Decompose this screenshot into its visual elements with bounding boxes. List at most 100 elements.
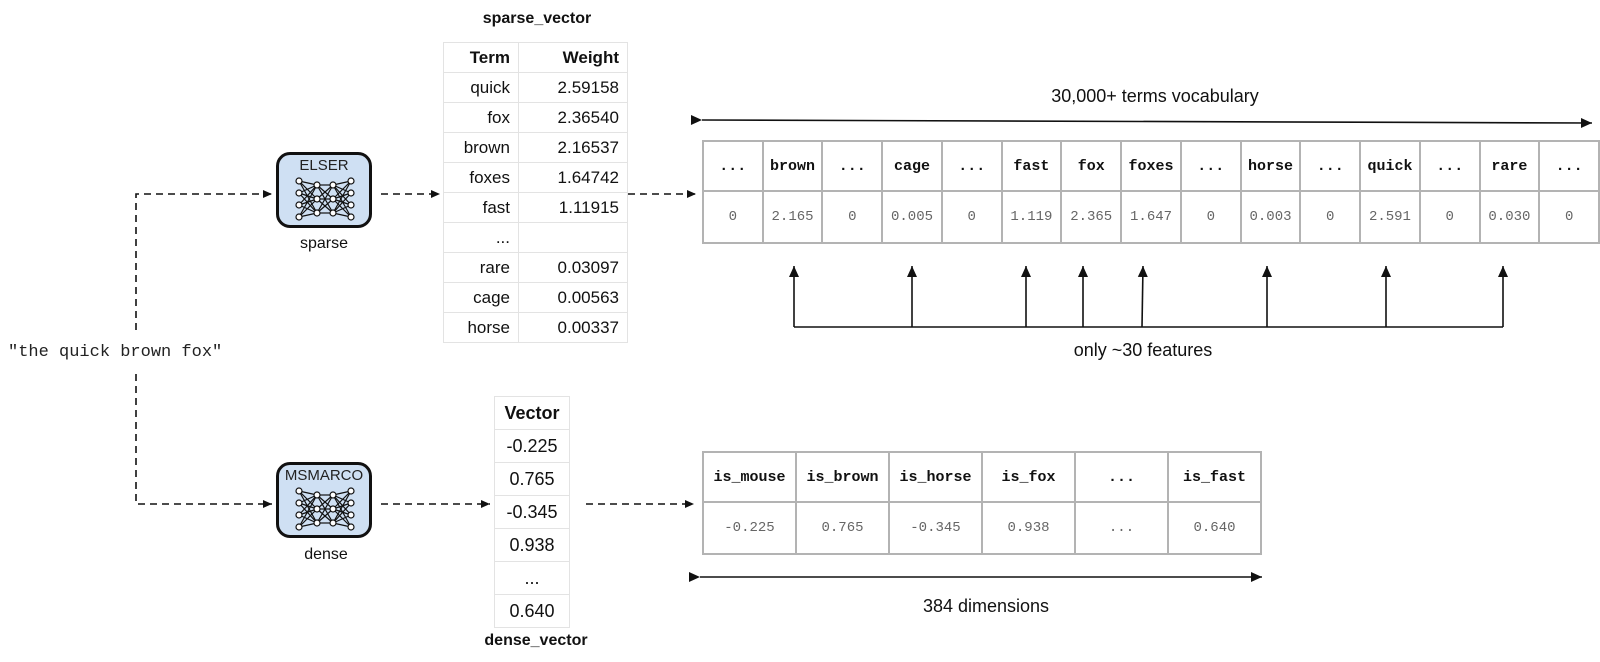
dim-value-cell: -0.225: [702, 501, 797, 555]
dims-grid: is_mouse is_brown is_horse is_fox ... is…: [702, 451, 1262, 555]
column-header-weight: Weight: [518, 42, 628, 73]
vocab-value-cell: 0: [940, 190, 1003, 244]
term-cell: rare: [443, 252, 519, 283]
vocab-term-row: ... brown ... cage ... fast fox foxes ..…: [702, 140, 1600, 192]
vocab-value-cell: 0.030: [1478, 190, 1541, 244]
vector-cell: 0.765: [494, 462, 570, 496]
weight-cell: 1.11915: [518, 192, 628, 223]
dim-value-cell: -0.345: [888, 501, 983, 555]
term-cell: horse: [443, 312, 519, 343]
vocab-value-cell: 0: [1179, 190, 1242, 244]
dim-name-cell: ...: [1074, 451, 1169, 503]
vocab-value-cell: 0: [702, 190, 764, 244]
vocab-term-cell: ...: [1538, 140, 1600, 192]
vocab-term-cell: ...: [1179, 140, 1242, 192]
vocab-value-cell: 0.003: [1239, 190, 1302, 244]
features-label: only ~30 features: [1073, 340, 1213, 360]
dims-value-row: -0.225 0.765 -0.345 0.938 ... 0.640: [702, 501, 1262, 555]
vocab-term-cell: foxes: [1120, 140, 1182, 192]
vocab-range-arrow: [690, 114, 1593, 128]
vocab-value-cell: 0: [1418, 190, 1481, 244]
elser-model-box: ELSER: [276, 152, 372, 228]
msmarco-model-label: MSMARCO: [284, 467, 364, 484]
table-row: 0.640: [494, 594, 570, 628]
term-cell: fast: [443, 192, 519, 223]
weight-cell: 2.36540: [518, 102, 628, 133]
column-header-term: Term: [443, 42, 519, 73]
vocab-term-cell: ...: [1418, 140, 1481, 192]
vocab-term-cell: rare: [1478, 140, 1541, 192]
neural-network-icon: [295, 487, 355, 531]
weight-cell: 0.03097: [518, 252, 628, 283]
table-row: 0.765: [494, 462, 570, 496]
table-header-row: Term Weight: [443, 42, 628, 73]
dim-name-cell: is_fox: [981, 451, 1076, 503]
weight-cell: 2.16537: [518, 132, 628, 163]
weight-cell: 0.00337: [518, 312, 628, 343]
vocab-value-cell: 2.365: [1060, 190, 1123, 244]
dim-name-cell: is_horse: [888, 451, 983, 503]
dim-name-cell: is_fast: [1167, 451, 1262, 503]
term-cell: ...: [443, 222, 519, 253]
term-cell: fox: [443, 102, 519, 133]
sparse-vector-title: sparse_vector: [482, 10, 592, 27]
dim-value-cell: 0.938: [981, 501, 1076, 555]
dim-name-cell: is_mouse: [702, 451, 797, 503]
dense-vector-table: Vector -0.225 0.765 -0.345 0.938 ... 0.6…: [494, 396, 570, 628]
dim-name-cell: is_brown: [795, 451, 890, 503]
vocab-value-cell: 0: [1538, 190, 1600, 244]
term-cell: cage: [443, 282, 519, 313]
weight-cell: [518, 222, 628, 253]
dims-name-row: is_mouse is_brown is_horse is_fox ... is…: [702, 451, 1262, 503]
vocab-term-cell: ...: [940, 140, 1003, 192]
msmarco-model-box: MSMARCO: [276, 462, 372, 538]
term-cell: quick: [443, 72, 519, 103]
vocab-grid: ... brown ... cage ... fast fox foxes ..…: [702, 140, 1600, 244]
vocab-term-cell: cage: [881, 140, 943, 192]
vector-cell: -0.225: [494, 429, 570, 463]
vocab-value-cell: 2.591: [1359, 190, 1421, 244]
vocab-value-cell: 0: [821, 190, 884, 244]
vocab-term-cell: quick: [1359, 140, 1421, 192]
dim-value-cell: 0.640: [1167, 501, 1262, 555]
input-text: "the quick brown fox": [8, 343, 223, 362]
elser-model-label: ELSER: [299, 157, 349, 174]
vocab-value-cell: 1.119: [1000, 190, 1063, 244]
vocab-term-cell: ...: [821, 140, 884, 192]
vocab-term-cell: ...: [702, 140, 764, 192]
vocab-term-cell: fast: [1000, 140, 1063, 192]
input-to-sparse-connector: [135, 190, 272, 330]
vocab-value-cell: 2.165: [761, 190, 824, 244]
vector-cell: 0.640: [494, 594, 570, 628]
column-header-vector: Vector: [494, 396, 570, 430]
table-row: -0.225: [494, 429, 570, 463]
vocab-value-cell: 0.005: [881, 190, 943, 244]
weight-cell: 1.64742: [518, 162, 628, 193]
vocab-value-cell: 0: [1299, 190, 1362, 244]
table-row: -0.345: [494, 495, 570, 529]
input-to-dense-connector: [135, 374, 272, 508]
term-cell: foxes: [443, 162, 519, 193]
feature-pointer-foxes: [1137, 265, 1148, 328]
table-row: ...: [494, 561, 570, 595]
term-cell: brown: [443, 132, 519, 163]
weight-cell: 2.59158: [518, 72, 628, 103]
weight-cell: 0.00563: [518, 282, 628, 313]
table-header-row: Vector: [494, 396, 570, 430]
vocab-term-cell: brown: [761, 140, 824, 192]
vocab-term-cell: horse: [1239, 140, 1302, 192]
neural-network-icon: [295, 177, 355, 221]
dense-vector-title: dense_vector: [484, 632, 588, 649]
dim-value-cell: 0.765: [795, 501, 890, 555]
table-row: ...: [443, 222, 628, 253]
vector-cell: 0.938: [494, 528, 570, 562]
